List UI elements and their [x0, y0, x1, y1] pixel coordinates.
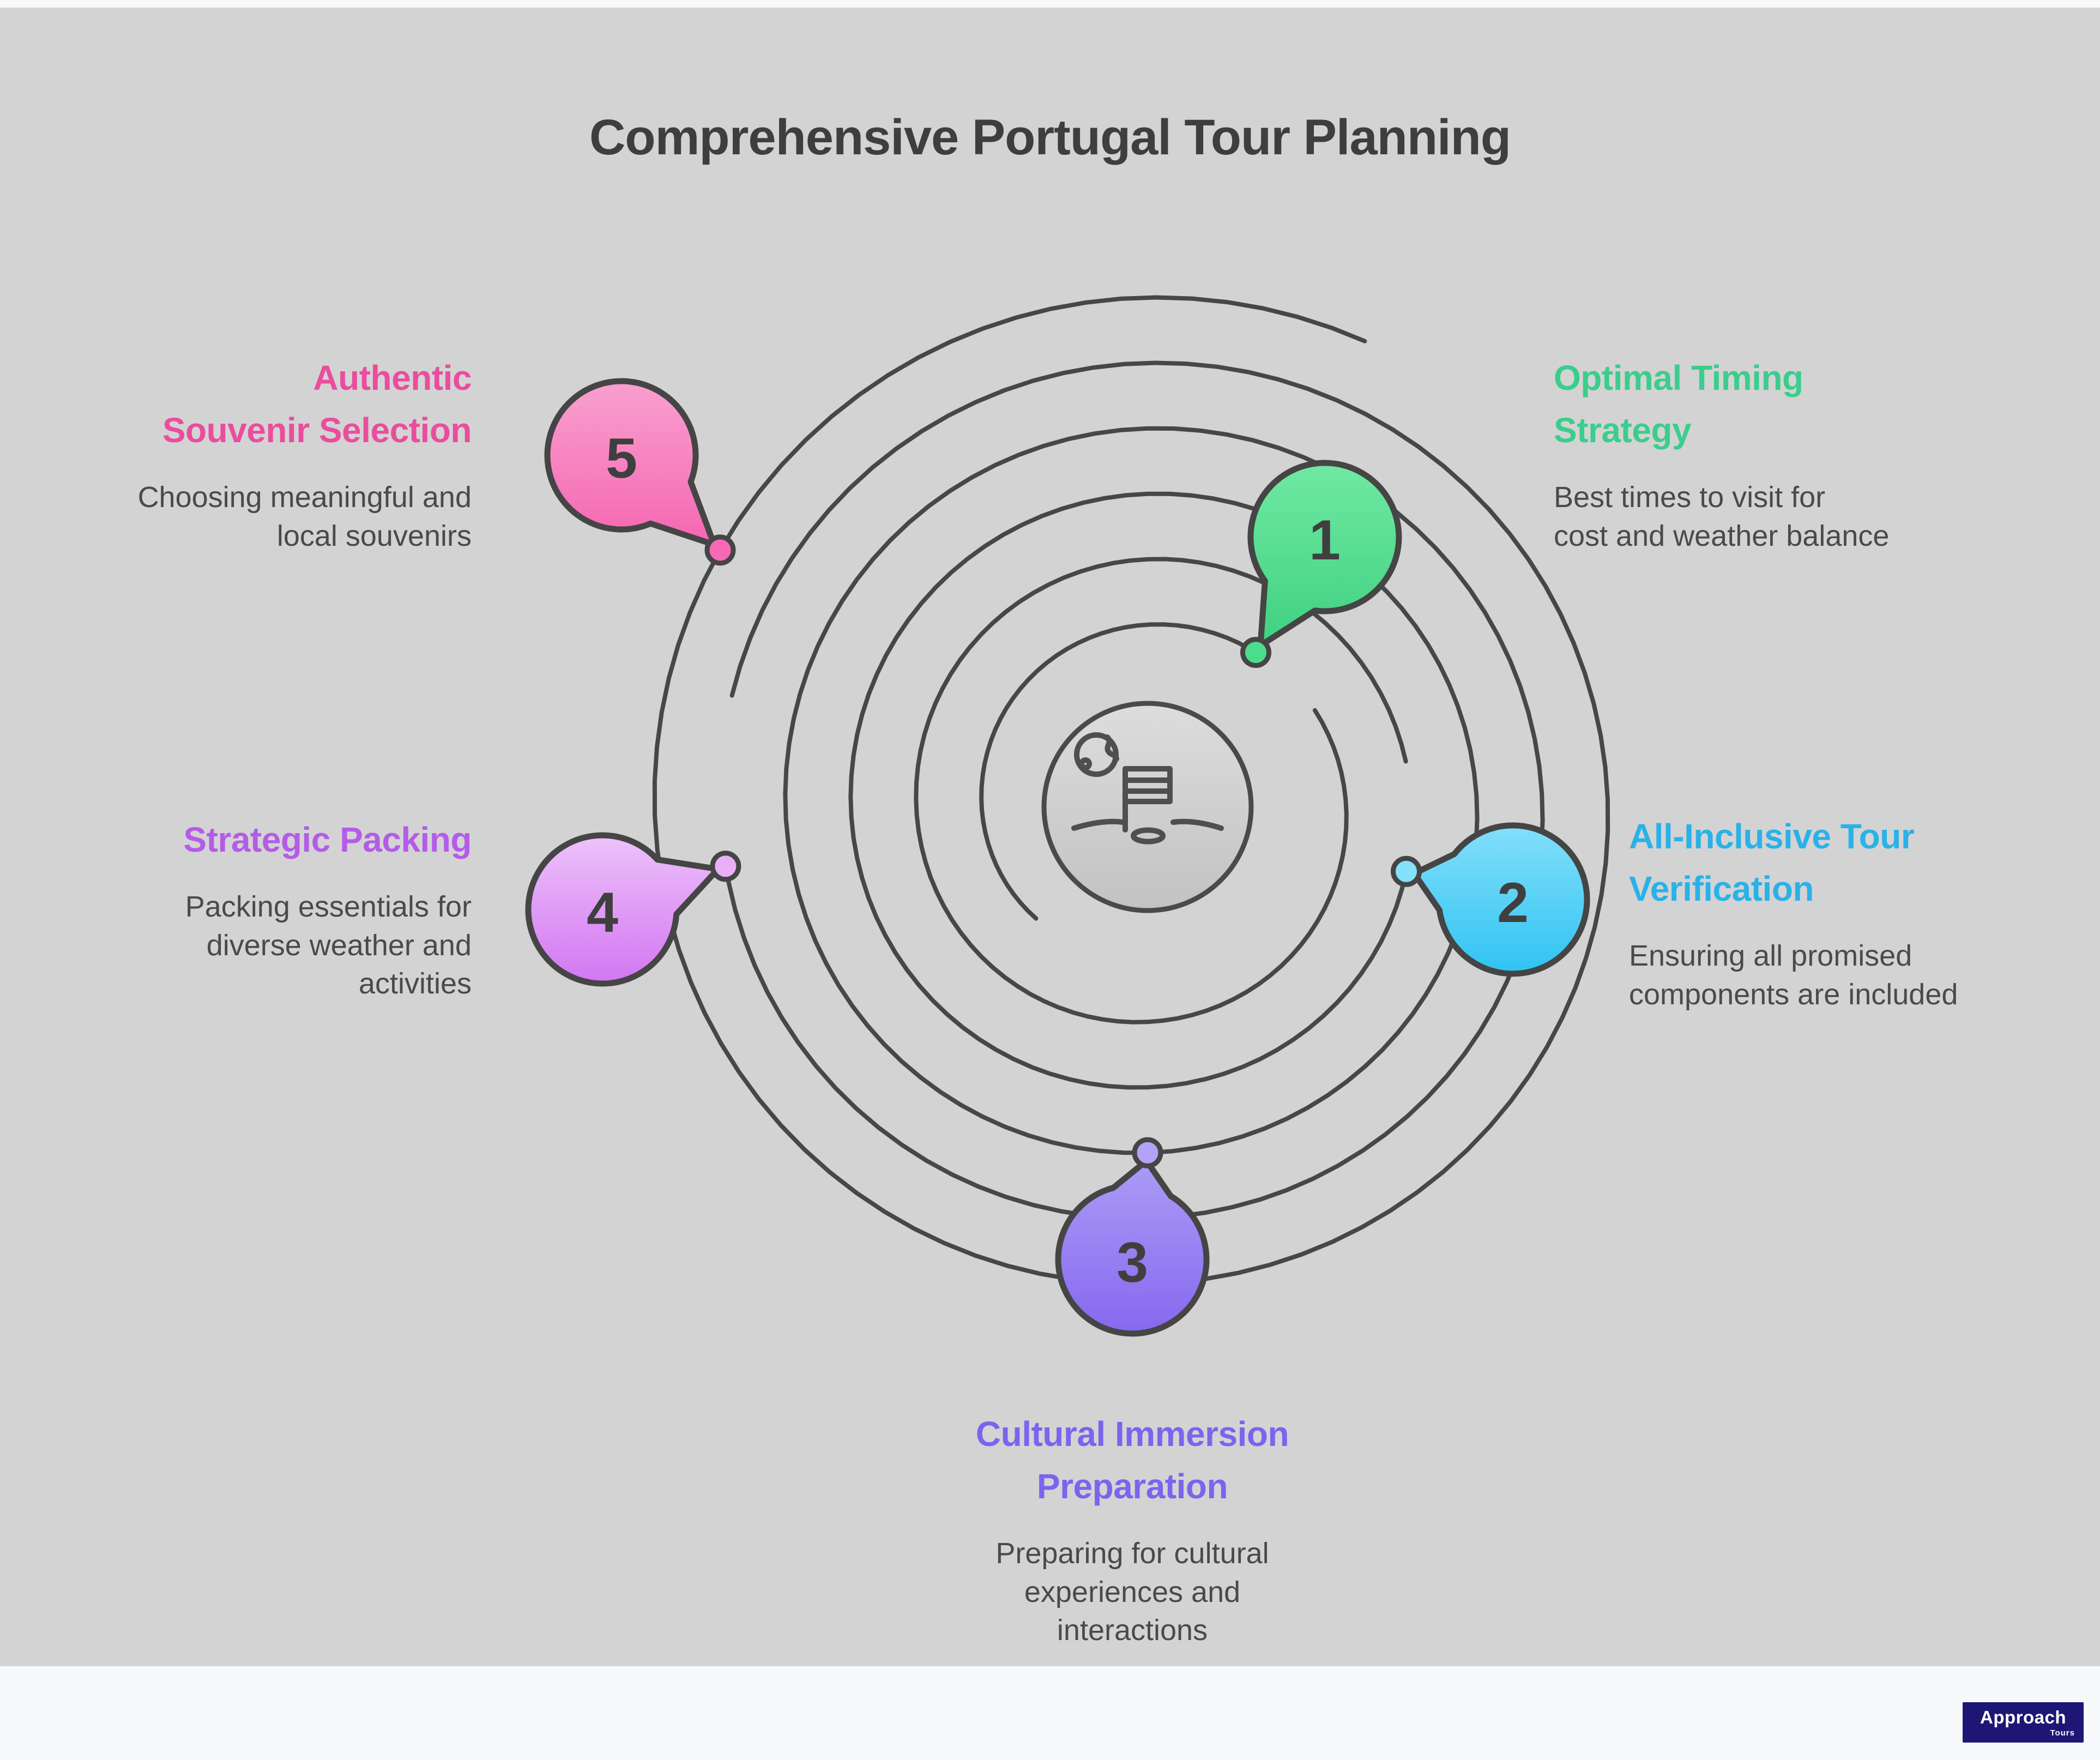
globe-landmass — [1105, 734, 1119, 762]
ground-line-left — [1071, 818, 1126, 831]
spiral-arc — [979, 622, 1253, 921]
step-dot-2 — [1391, 855, 1422, 887]
step-group-5: 5 — [544, 378, 736, 566]
description-line: experiences and — [1024, 1575, 1241, 1608]
description-line: cost and weather balance — [1554, 519, 1890, 552]
step-heading: Cultural Immersion Preparation — [860, 1408, 1405, 1512]
description-line: interactions — [1057, 1614, 1208, 1647]
speech-bubble-2 — [1411, 822, 1590, 977]
step-heading: Authentic Souvenir Selection — [33, 352, 472, 456]
heading-line: All-Inclusive Tour — [1629, 817, 1915, 856]
step-group-2: 2 — [1391, 822, 1590, 977]
step-text-cultural-immersion: Cultural Immersion Preparation Preparing… — [860, 1408, 1405, 1650]
heading-line: Strategic Packing — [183, 820, 472, 859]
description-line: diverse weather and — [206, 929, 472, 962]
description-line: components are included — [1629, 978, 1958, 1011]
step-number-2: 2 — [1497, 871, 1529, 935]
globe-flag-icon — [1041, 701, 1254, 913]
speech-bubble-1 — [1247, 460, 1402, 649]
heading-line: Authentic — [313, 358, 472, 397]
step-description: Best times to visit for cost and weather… — [1554, 478, 1903, 555]
description-line: Ensuring all promised — [1629, 939, 1912, 972]
description-line: activities — [358, 967, 472, 1000]
heading-line: Strategy — [1554, 411, 1692, 450]
bottom-margin-strip — [0, 1666, 2100, 1760]
step-text-strategic-packing: Strategic Packing Packing essentials for… — [33, 813, 472, 1003]
logo-brand-name: Approach — [1980, 1707, 2066, 1727]
description-line: Best times to visit for — [1554, 481, 1826, 514]
step-description: Preparing for cultural experiences and i… — [860, 1534, 1405, 1650]
speech-bubble-4 — [525, 832, 721, 987]
step-group-3: 3 — [1055, 1137, 1210, 1337]
center-hub-circle — [1041, 701, 1254, 913]
description-line: Packing essentials for — [185, 890, 472, 923]
heading-line: Verification — [1629, 869, 1814, 908]
spiral-arc — [914, 557, 1408, 1024]
step-description: Choosing meaningful and local souvenirs — [33, 478, 472, 555]
heading-line: Optimal Timing — [1554, 358, 1803, 397]
step-number-4: 4 — [587, 881, 618, 944]
step-dot-1 — [1240, 637, 1271, 668]
step-heading: Optimal Timing Strategy — [1554, 352, 1903, 456]
step-dot-4 — [710, 851, 741, 882]
spiral-arc — [652, 295, 1610, 1286]
step-description: Ensuring all promised components are inc… — [1629, 937, 2021, 1014]
approach-tours-logo: Approach Tours — [1963, 1702, 2084, 1743]
step-number-5: 5 — [606, 427, 637, 490]
speech-bubble-3 — [1055, 1158, 1210, 1337]
step-text-all-inclusive: All-Inclusive Tour Verification Ensuring… — [1629, 810, 2021, 1014]
description-line: Choosing meaningful and — [137, 481, 472, 514]
ground-line-right — [1170, 818, 1224, 831]
step-number-1: 1 — [1309, 509, 1341, 572]
step-dot-3 — [1132, 1137, 1163, 1168]
speech-bubble-5 — [544, 378, 717, 548]
step-number-3: 3 — [1117, 1231, 1148, 1294]
heading-line: Cultural Immersion — [975, 1414, 1289, 1454]
step-group-1: 1 — [1240, 460, 1402, 668]
globe-landmass-dot — [1079, 757, 1092, 770]
description-line: local souvenirs — [276, 519, 472, 552]
step-heading: All-Inclusive Tour Verification — [1629, 810, 2021, 915]
step-text-authentic-souvenir: Authentic Souvenir Selection Choosing me… — [33, 352, 472, 555]
page-title: Comprehensive Portugal Tour Planning — [589, 110, 1511, 165]
step-dot-5 — [704, 534, 736, 566]
step-text-optimal-timing: Optimal Timing Strategy Best times to vi… — [1554, 352, 1903, 555]
spiral-arcs — [652, 295, 1610, 1286]
step-heading: Strategic Packing — [33, 813, 472, 866]
top-margin-strip — [0, 0, 2100, 8]
description-line: Preparing for cultural — [995, 1537, 1269, 1570]
heading-line: Preparation — [1036, 1467, 1228, 1506]
step-group-4: 4 — [525, 832, 741, 987]
flag-base-ellipse — [1131, 827, 1166, 845]
step-description: Packing essentials for diverse weather a… — [33, 888, 472, 1003]
heading-line: Souvenir Selection — [162, 411, 472, 450]
logo-brand-sub: Tours — [2050, 1728, 2075, 1738]
